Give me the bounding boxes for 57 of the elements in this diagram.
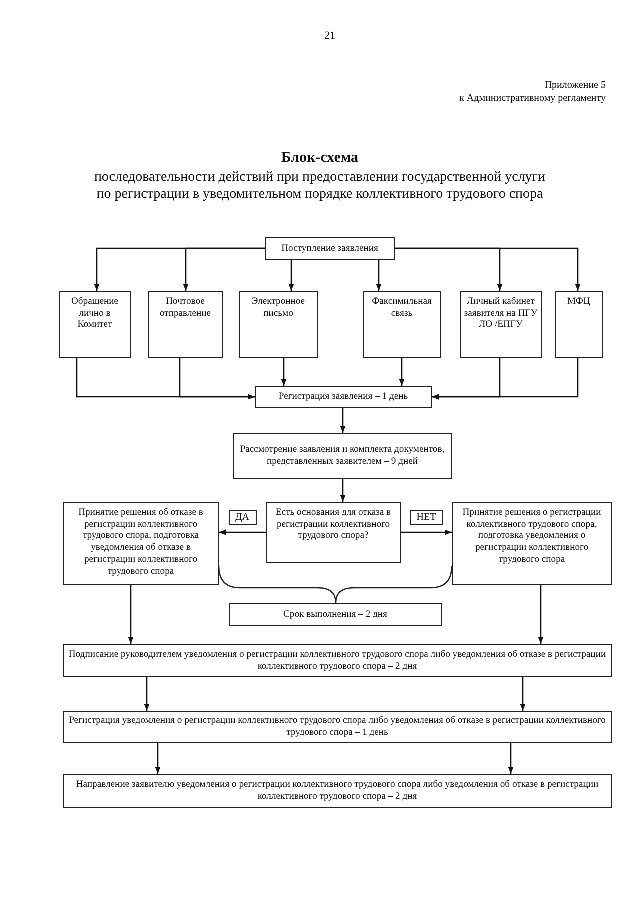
box-text: Почтовое отправление — [158, 296, 212, 320]
arrow — [281, 358, 287, 386]
box-text: Факсимильная связь — [371, 296, 433, 320]
box-text: Направление заявителю уведомления о регистрации коллективного трудового спора либо уведомления об отказе в регистрации коллективного трудового спора – 2 дня — [75, 779, 600, 803]
arrow — [340, 479, 346, 502]
arrow — [520, 677, 526, 711]
subtitle: последовательности действий при предоставлении государственной услуги по регистрации в уведомительном порядке коллективного трудового спора — [93, 170, 547, 204]
box-text: Срок выполнения – 2 дня — [284, 608, 388, 620]
arrow — [155, 743, 161, 774]
arrow — [376, 260, 382, 291]
box-text: Рассмотрение заявления и комплекта документов, представленных заявителем – 9 дней — [239, 444, 446, 468]
arrow — [128, 585, 134, 644]
arrow — [144, 677, 150, 711]
process-box — [265, 237, 395, 260]
process-box — [363, 291, 441, 358]
arrow — [401, 530, 452, 536]
process-box — [148, 291, 223, 358]
process-box — [255, 386, 432, 408]
box-text: Регистрация уведомления о регистрации коллективного трудового спора либо уведомления об отказе в регистрации коллективного трудового спора – 1 день — [68, 715, 607, 739]
box-text: Подписание руководителем уведомления о регистрации коллективного трудового спора либо уведомления об отказе в регистрации коллективного трудового спора – 2 дня — [68, 648, 608, 672]
process-box — [63, 644, 612, 677]
arrow — [395, 248, 581, 291]
arrow — [340, 408, 346, 433]
arrow — [508, 743, 514, 774]
arrow — [219, 530, 266, 536]
process-box — [452, 502, 612, 585]
process-box — [233, 433, 452, 479]
arrow — [538, 585, 544, 644]
process-box — [460, 291, 542, 358]
process-box — [63, 502, 219, 585]
process-box — [63, 711, 612, 743]
process-box — [555, 291, 603, 358]
box-text: Есть основания для отказа в регистрации коллективного трудового спора? — [274, 507, 392, 542]
box-text: Принятие решения об отказе в регистрации коллективного трудового спора, подготовка уведомления об отказе в регистрации коллективного трудового спора — [78, 507, 204, 578]
appendix-note: к Административному регламенту — [460, 93, 606, 106]
box-text: Обращение лично в Комитет — [70, 296, 120, 332]
title: Блок-схема — [280, 150, 360, 167]
arrow — [432, 358, 579, 400]
appendix-note: Приложение 5 — [544, 80, 606, 92]
box-text: Личный кабинет заявителя на ПГУ ЛО /ЕПГУ — [464, 296, 538, 332]
edge-label: НЕТ — [410, 510, 444, 524]
box-text: Поступление заявления — [282, 242, 378, 254]
process-box — [229, 603, 442, 626]
arrow — [399, 358, 405, 386]
box-text: МФЦ — [568, 296, 590, 308]
box-text: Регистрация заявления – 1 день — [278, 391, 408, 403]
arrow — [183, 248, 265, 291]
arrow — [179, 358, 255, 400]
process-box — [239, 291, 318, 358]
edge-label: ДА — [228, 510, 257, 524]
process-box — [59, 291, 131, 358]
box-text: Принятие решения о регистрации коллективного трудового спора, подготовка уведомления о регистрации коллективного трудового спора — [462, 507, 602, 566]
box-text: Электронное письмо — [250, 296, 306, 320]
process-box — [63, 774, 612, 808]
page-number: 21 — [324, 30, 336, 44]
arrow — [288, 260, 294, 291]
process-box — [266, 502, 401, 563]
